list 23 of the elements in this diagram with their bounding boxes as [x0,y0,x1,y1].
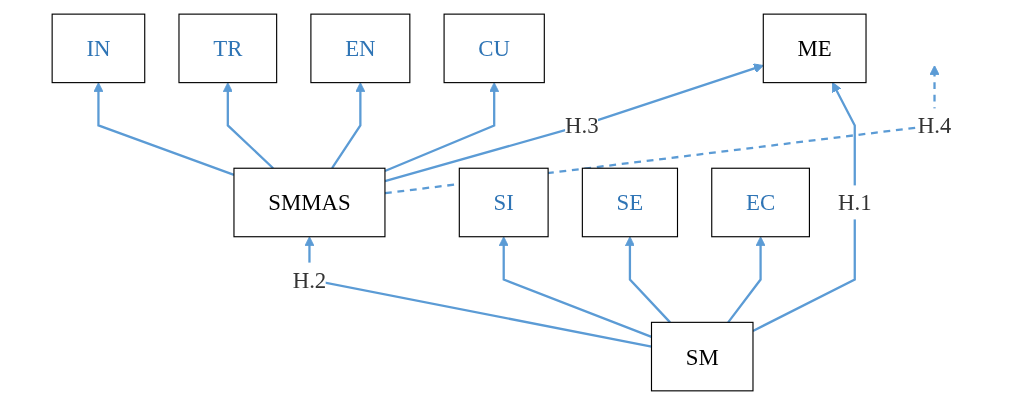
arrow [93,82,235,176]
arrow [498,236,652,338]
node-box: EN [310,13,411,84]
arrow [384,82,500,173]
node-box: SM [650,321,754,392]
node-box: SI [458,167,549,238]
node-box: IN [51,13,146,84]
arrow [331,82,366,169]
arrow [304,236,652,348]
node-box: TR [178,13,278,84]
edge-label: H.2 [292,267,327,293]
node-box: SE [581,167,679,238]
node-box: EC [711,167,811,238]
arrow [222,82,274,170]
node-box: CU [443,13,545,84]
edge-label: H.1 [838,189,872,216]
arrow [624,236,671,324]
edge-label: H.4 [917,112,952,138]
node-box: SMMAS [233,167,386,238]
arrow [384,63,764,183]
edge-label: H.3 [565,112,599,138]
node-box: ME [762,13,867,84]
arrow [727,236,766,324]
